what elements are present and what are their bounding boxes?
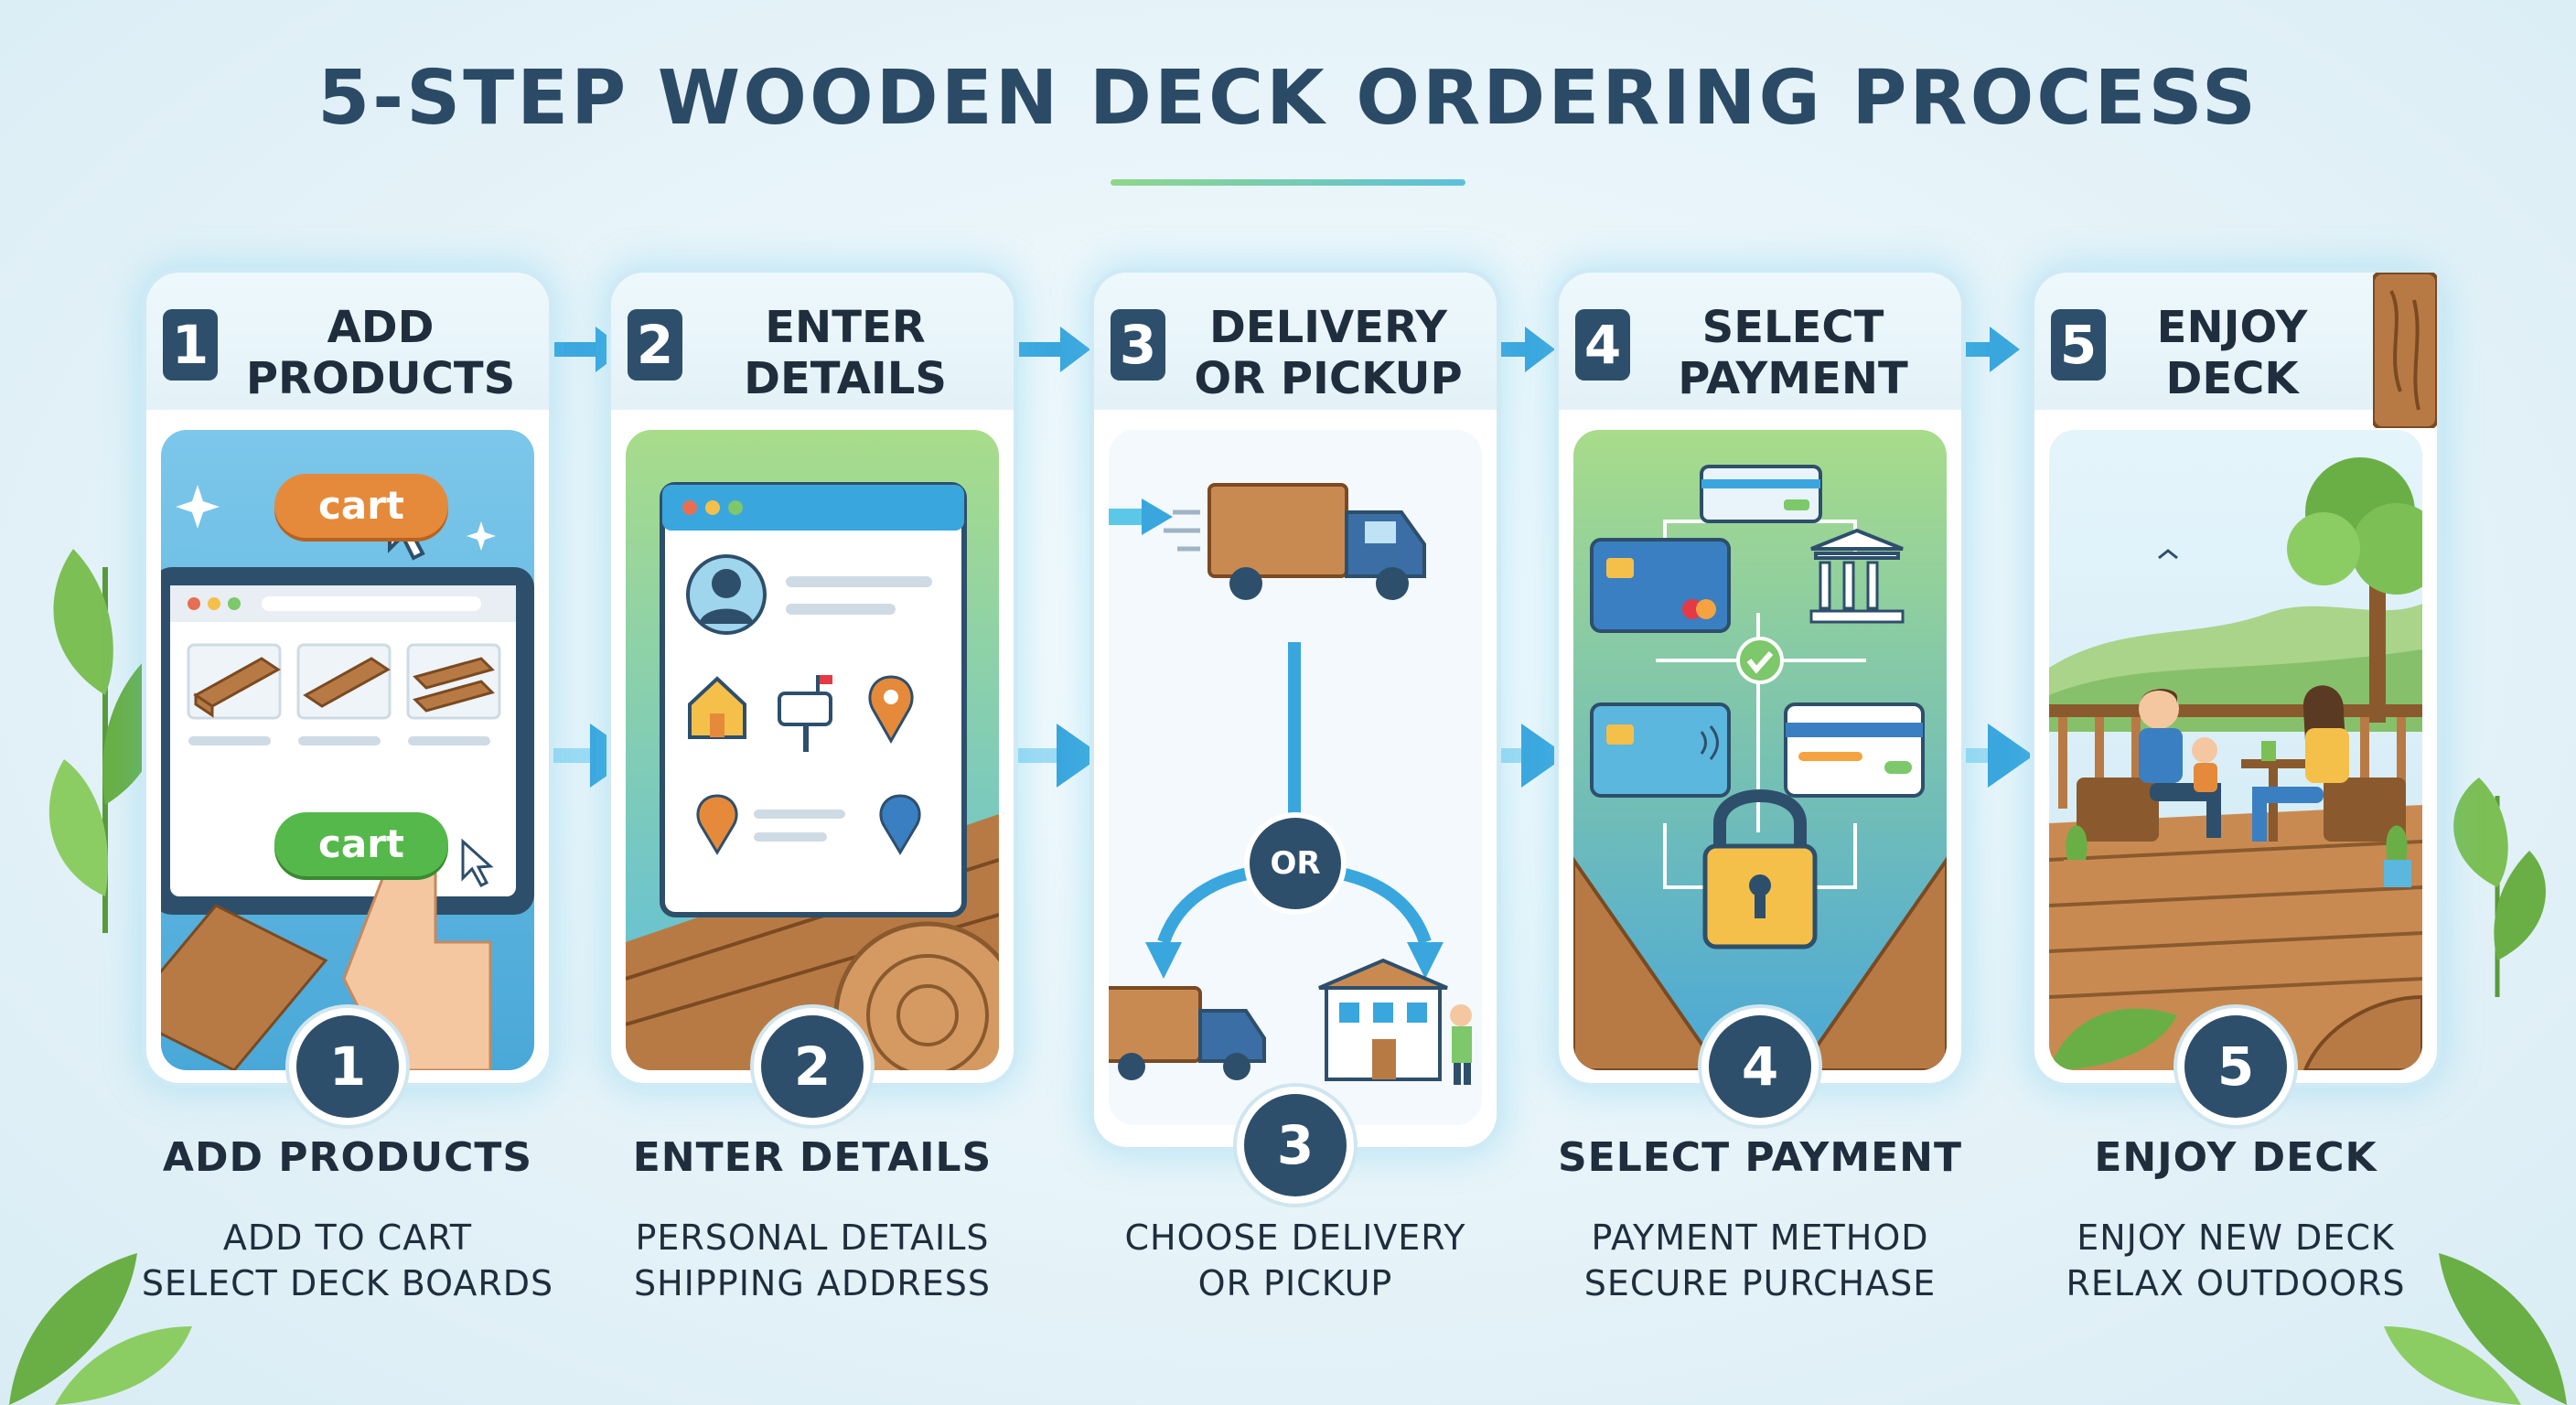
cart-button[interactable]: cart	[274, 812, 448, 876]
payment-illustration	[1573, 430, 1947, 1070]
step-header: 3 DELIVERY OR PICKUP	[1094, 273, 1497, 410]
leaf-right-icon	[2453, 778, 2546, 997]
delivery-illustration: OR	[1109, 430, 1482, 1125]
step-card-1: 1 ADD PRODUCTS	[146, 273, 549, 1083]
step-number-circle-1: 1	[296, 1015, 399, 1118]
arrow-right-icon	[554, 327, 626, 372]
step-title-line2: DETAILS	[744, 353, 947, 404]
store-building-icon	[1318, 958, 1472, 1085]
step-number-box: 1	[163, 309, 218, 381]
step-title-line1: ENJOY	[2156, 302, 2308, 353]
step-title: ENTER DETAILS	[690, 302, 1001, 404]
step-title: ENJOY DECK	[2113, 302, 2351, 404]
enjoy-deck-illustration	[2049, 430, 2422, 1070]
arrow-right-icon	[1484, 327, 1555, 372]
delivery-truck-icon	[1164, 483, 1426, 600]
step-label-4: SELECT PAYMENT	[1557, 1134, 1963, 1181]
step-sub-3b: OR PICKUP	[1197, 1263, 1393, 1303]
step-sub-5a: ENJOY NEW DECK	[2077, 1217, 2395, 1258]
step-card-3: 3 DELIVERY OR PICKUP	[1094, 273, 1497, 1147]
step-number-circle-3: 3	[1244, 1094, 1347, 1196]
step-title: ADD PRODUCTS	[225, 302, 536, 404]
step-sub-4b: SECURE PURCHASE	[1583, 1263, 1937, 1303]
step-sub-2b: SHIPPING ADDRESS	[633, 1263, 992, 1303]
step-number-box: 2	[628, 309, 682, 381]
step-label-1: ADD PRODUCTS	[162, 1134, 533, 1181]
details-form-icon	[626, 482, 999, 1070]
step-title-line1: ENTER	[765, 302, 926, 353]
step-label-5: ENJOY DECK	[2094, 1134, 2377, 1181]
step-sub-2a: PERSONAL DETAILS	[635, 1217, 990, 1258]
step-title-line1: ADD	[327, 302, 435, 353]
delivery-options-icon	[1109, 483, 1472, 1085]
step-title-line2: DECK	[2165, 353, 2299, 404]
step-sub-1b: SELECT DECK BOARDS	[141, 1263, 554, 1303]
step-number-circle-2: 2	[761, 1015, 864, 1118]
step-sub-4a: PAYMENT METHOD	[1591, 1217, 1929, 1258]
enter-details-illustration	[626, 430, 999, 1070]
step-title: SELECT PAYMENT	[1637, 302, 1948, 404]
step-sub-1a: ADD TO CART	[222, 1217, 473, 1258]
step-header: 5 ENJOY DECK	[2034, 273, 2437, 428]
deck-scene-icon	[2049, 457, 2422, 1070]
step-sub-3a: CHOOSE DELIVERY	[1124, 1217, 1466, 1258]
step-title-line1: DELIVERY	[1208, 302, 1448, 353]
step-header: 1 ADD PRODUCTS	[146, 273, 549, 410]
step-header: 4 SELECT PAYMENT	[1559, 273, 1961, 410]
step-number-circle-4: 4	[1709, 1015, 1811, 1118]
wood-plank-corner-icon	[2373, 273, 2437, 428]
add-products-illustration: cart cart	[161, 430, 534, 1070]
step-title-line1: SELECT	[1701, 302, 1884, 353]
step-title-line2: PRODUCTS	[245, 353, 516, 404]
arrow-right-icon	[1948, 327, 2020, 372]
cart-button[interactable]: cart	[274, 474, 448, 538]
step-title-line2: PAYMENT	[1678, 353, 1908, 404]
step-label-2: ENTER DETAILS	[632, 1134, 993, 1181]
step-card-2: 2 ENTER DETAILS	[611, 273, 1014, 1083]
title-underline	[1111, 179, 1465, 186]
step-card-4: 4 SELECT PAYMENT	[1559, 273, 1961, 1083]
glow-arrow-icon	[1006, 724, 1102, 788]
step-number-box: 4	[1575, 309, 1630, 381]
arrow-right-icon	[1019, 327, 1090, 372]
step-number-box: 3	[1111, 309, 1165, 381]
leaf-bottom-left-icon	[9, 1253, 192, 1405]
step-title: DELIVERY OR PICKUP	[1173, 302, 1484, 404]
step-card-5: 5 ENJOY DECK	[2034, 273, 2437, 1083]
step-number-box: 5	[2051, 309, 2106, 381]
step-sub-5b: RELAX OUTDOORS	[2066, 1263, 2406, 1303]
step-title-line2: OR PICKUP	[1194, 353, 1463, 404]
payment-options-icon	[1573, 465, 1947, 1070]
page-title: 5-STEP WOODEN DECK ORDERING PROCESS	[317, 55, 2259, 142]
pickup-truck-icon	[1109, 986, 1266, 1080]
leaf-bottom-right-icon	[2384, 1253, 2567, 1405]
step-header: 2 ENTER DETAILS	[611, 273, 1014, 410]
or-badge: OR	[1250, 818, 1341, 909]
step-number-circle-5: 5	[2184, 1015, 2287, 1118]
